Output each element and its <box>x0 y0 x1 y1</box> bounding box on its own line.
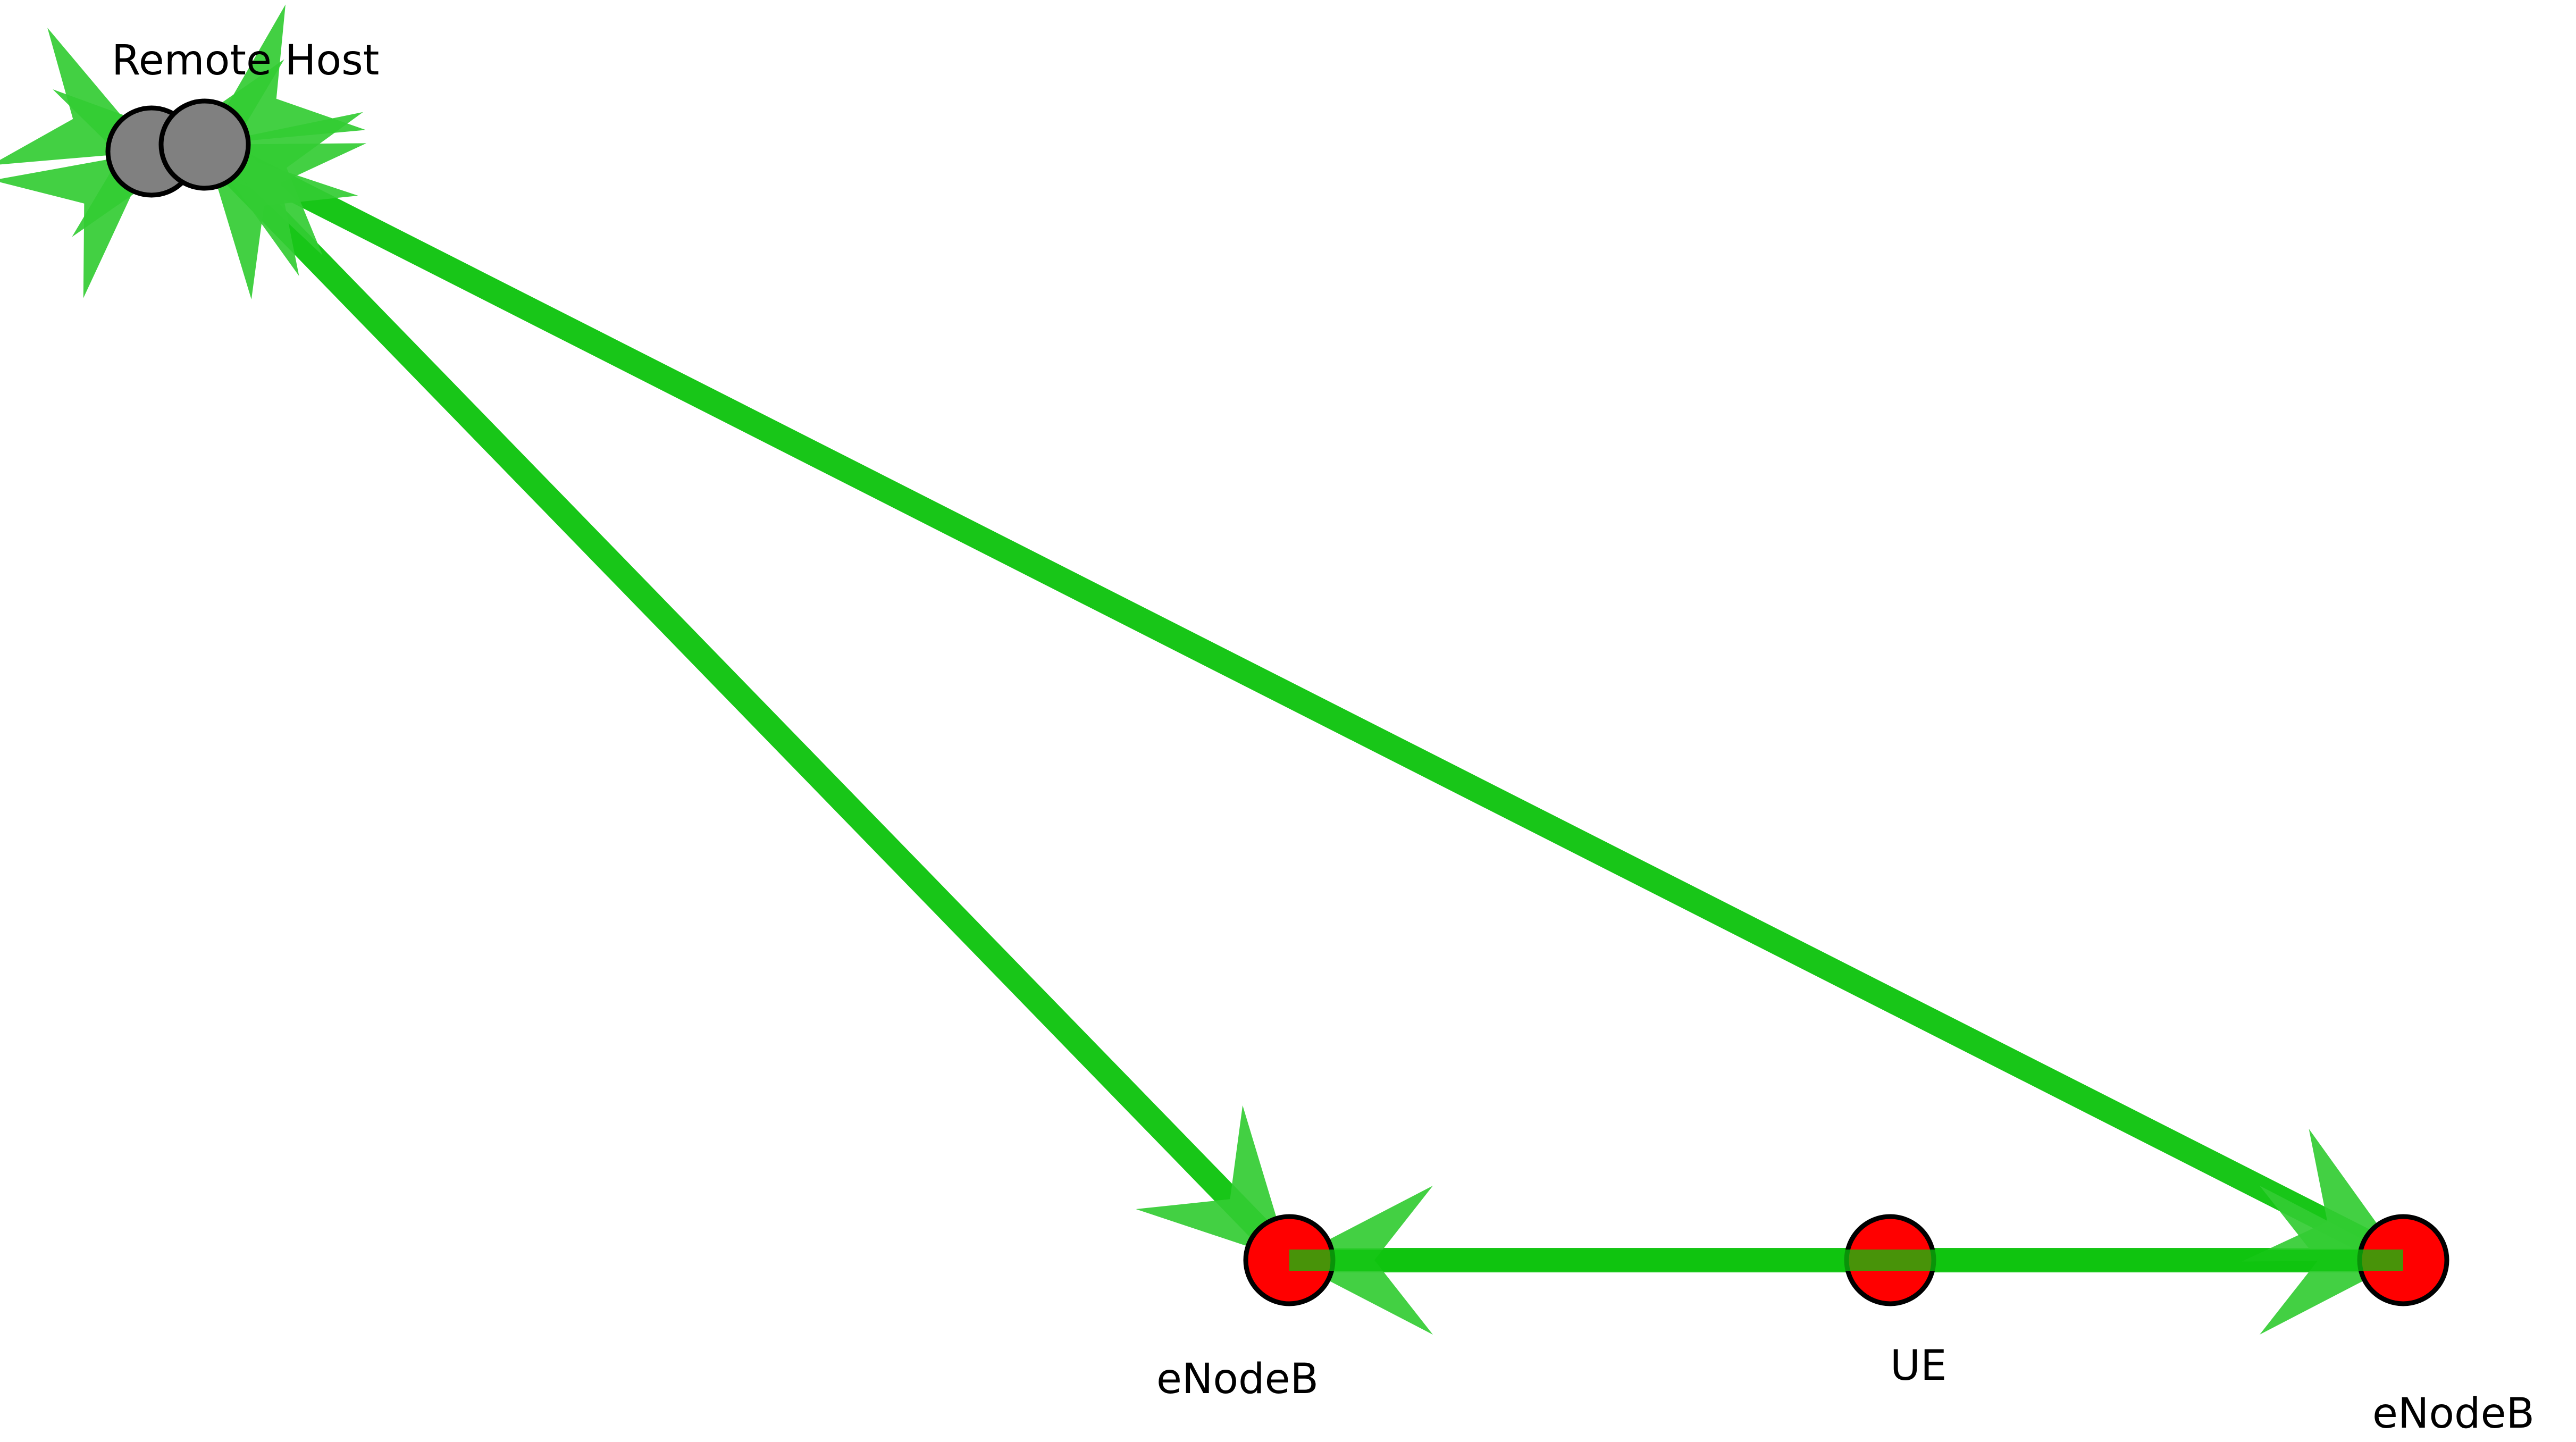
arrowhead-rh2-to-enb1 <box>1136 1105 1289 1260</box>
edge-rh2-enb1 <box>196 136 1298 1269</box>
remote-host-label: Remote Host <box>112 37 379 85</box>
edge-rh2-enb2 <box>199 133 2409 1271</box>
labels-layer: Remote Host eNodeB UE eNodeB <box>112 37 2535 1438</box>
arrowhead-burst-2 <box>0 152 152 298</box>
node-rh2 <box>158 98 251 191</box>
arrowhead-burst-3 <box>205 4 366 145</box>
enodeb-left-label: eNodeB <box>1156 1355 1319 1403</box>
ue-label: UE <box>1890 1342 1946 1390</box>
arrowhead-rh2-to-enb2 <box>2241 1128 2403 1262</box>
enodeb-right-label: eNodeB <box>2372 1390 2535 1438</box>
nodes-layer <box>105 98 2449 1306</box>
